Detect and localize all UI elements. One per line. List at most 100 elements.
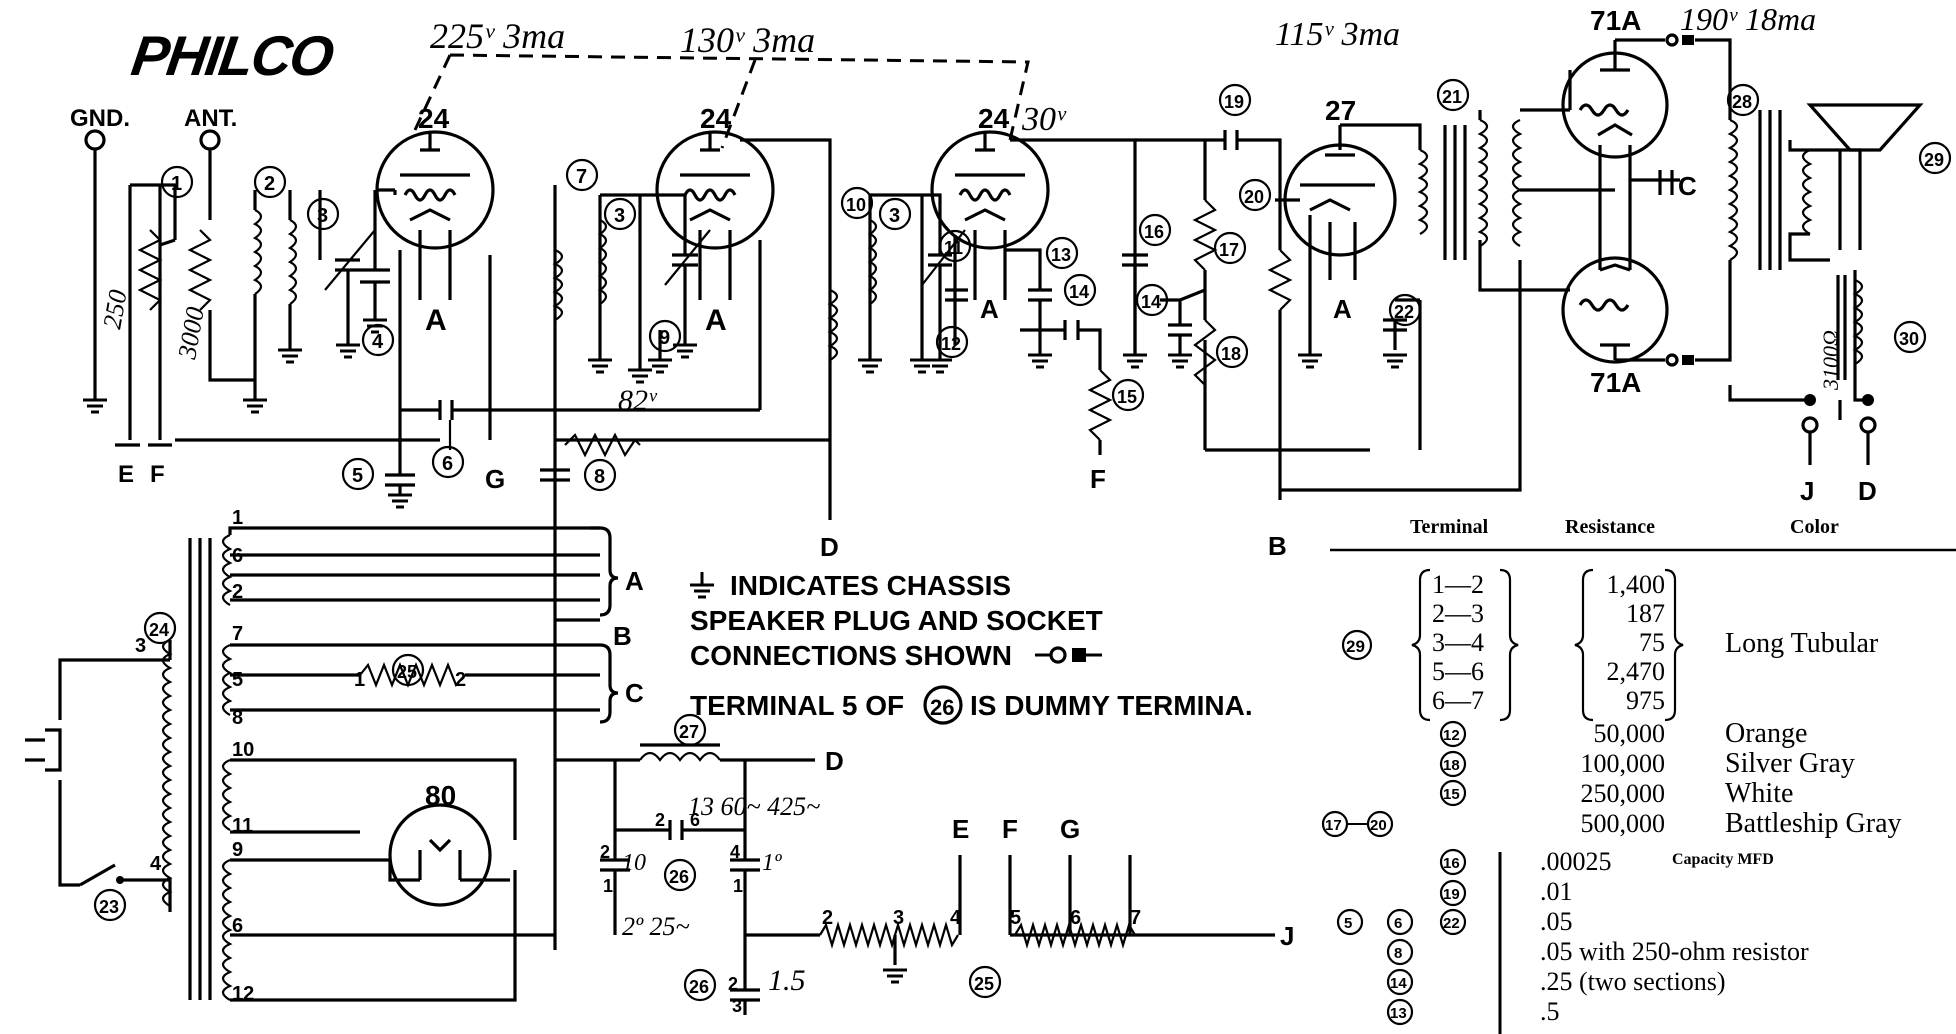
svg-text:3: 3 [317, 205, 328, 227]
terminal-F-mid: F [1090, 464, 1106, 494]
philco-logo: PHILCO [128, 24, 338, 87]
table-row-resistance-2: 187 [1626, 599, 1665, 628]
svg-text:20: 20 [1370, 817, 1387, 834]
part-4-label: 4 [361, 323, 395, 357]
tube-27 [1283, 143, 1397, 257]
svg-text:100,000: 100,000 [1581, 749, 1666, 778]
tube-80-rectifier [388, 803, 492, 907]
xfmr-pin-5: 5 [232, 669, 243, 691]
svg-text:9: 9 [659, 327, 670, 349]
part-24-label: 24 [143, 611, 177, 645]
cap-pin-4: 4 [730, 842, 740, 862]
xfmr-pin-7: 7 [232, 623, 243, 645]
svg-text:5: 5 [352, 465, 363, 487]
xfmr-pin-4: 4 [150, 853, 162, 875]
part-19-label: 19 [1218, 83, 1252, 117]
svg-text:28: 28 [1732, 92, 1752, 112]
terminal-D-output: D [825, 746, 844, 776]
svg-text:22: 22 [1394, 302, 1414, 322]
xfmr-pin-6b: 6 [232, 915, 243, 937]
res25-pin-2: 2 [455, 669, 466, 691]
svg-text:30: 30 [1899, 329, 1919, 349]
tube-24-second [655, 130, 775, 250]
svg-text:.05 with 250-ohm resistor: .05 with 250-ohm resistor [1540, 937, 1809, 966]
svg-text:White: White [1725, 778, 1793, 809]
voltage-label-1: 225ᵛ 3ma [430, 16, 565, 56]
svg-text:29: 29 [1346, 637, 1365, 656]
svg-text:20: 20 [1244, 187, 1264, 207]
svg-text:17: 17 [1325, 817, 1342, 834]
svg-text:14: 14 [1141, 292, 1161, 312]
part-21-label: 21 [1436, 78, 1470, 112]
svg-text:PHILCO: PHILCO [128, 24, 338, 87]
svg-text:500,000: 500,000 [1581, 809, 1666, 838]
svg-text:3: 3 [889, 205, 900, 227]
voltage-label-7: 13 60~ 425~ [688, 792, 820, 821]
voltage-label-4: 115ᵛ 3ma [1275, 16, 1400, 53]
svg-text:Orange: Orange [1725, 718, 1807, 749]
table-resistor-row-18: 18 100,000 Silver Gray [1439, 748, 1855, 779]
svg-text:8: 8 [594, 466, 605, 488]
part-15-label: 15 [1111, 378, 1145, 412]
choke-pin-4: 4 [950, 907, 962, 929]
svg-text:6: 6 [442, 453, 453, 475]
svg-text:Silver Gray: Silver Gray [1725, 748, 1855, 779]
part-3-label-c: 3 [878, 197, 912, 231]
svg-text:25: 25 [974, 974, 994, 994]
table-cap-row-5-6-22: 5 6 22 .05 [1336, 907, 1573, 936]
tube-71A-bottom [1561, 256, 1669, 364]
table-row-resistance-4: 2,470 [1607, 657, 1666, 686]
pot-value-250: 250 [97, 288, 132, 331]
svg-text:50,000: 50,000 [1594, 719, 1666, 748]
tube-label-80: 80 [425, 780, 456, 811]
part-7-label: 7 [565, 158, 599, 192]
svg-text:23: 23 [99, 897, 119, 917]
terminal-D-speaker: D [1858, 476, 1877, 506]
table-group-color: Long Tubular [1725, 628, 1879, 659]
svg-text:18: 18 [1221, 344, 1241, 364]
note-terminal-5: TERMINAL 5 OF [690, 690, 904, 721]
cap-pin-2b: 2 [655, 810, 665, 830]
table-row-terminal-3: 3—4 [1432, 628, 1484, 657]
table-header-resistance: Resistance [1565, 516, 1655, 538]
tube-label-27: 27 [1325, 95, 1356, 126]
table-resistor-row-15: 15 250,000 White [1439, 778, 1793, 809]
part-28-label: 28 [1726, 83, 1760, 117]
part-18-label: 18 [1215, 335, 1249, 369]
part-14-label-a: 14 [1063, 273, 1097, 307]
part-20-label: 20 [1238, 178, 1272, 212]
terminal-A-brace: A [625, 566, 644, 596]
svg-text:Battleship Gray: Battleship Gray [1725, 808, 1902, 839]
tube-label-71A-bottom: 71A [1590, 367, 1641, 398]
svg-text:3: 3 [614, 205, 625, 227]
terminal-D-mid: D [820, 532, 839, 562]
svg-text:12: 12 [941, 334, 961, 354]
part-12-label: 12 [935, 325, 969, 359]
part-2-label: 2 [253, 165, 287, 199]
svg-text:22: 22 [1443, 915, 1460, 932]
part-25-label-b: 25 [968, 965, 1002, 999]
table-resistor-row-12: 12 50,000 Orange [1439, 718, 1807, 749]
part-14-label-b: 14 [1135, 283, 1169, 317]
part-1-label: 1 [160, 165, 194, 199]
part-8-label: 8 [583, 458, 617, 492]
voltage-label-9: 1º [762, 850, 782, 876]
terminal-C-output: C [1678, 171, 1697, 201]
svg-text:.05: .05 [1540, 907, 1573, 936]
choke-pin-7: 7 [1130, 907, 1141, 929]
svg-text:.00025: .00025 [1540, 847, 1612, 876]
cap-pin-2a: 2 [600, 842, 610, 862]
part-11-label: 11 [938, 229, 972, 263]
part-29-label: 29 [1918, 141, 1952, 175]
choke-pin-2: 2 [822, 907, 833, 929]
gnd-terminal-post [84, 129, 106, 151]
note-dummy-terminal: IS DUMMY TERMINA. [970, 690, 1253, 721]
svg-text:.25 (two sections): .25 (two sections) [1540, 967, 1726, 996]
part-10-label: 10 [840, 186, 874, 220]
cap-pin-6: 6 [690, 810, 700, 830]
svg-text:10: 10 [846, 195, 866, 215]
part-27-label: 27 [673, 713, 707, 747]
table-cap-row-19: 19 .01 [1439, 877, 1573, 907]
xfmr-pin-9: 9 [232, 839, 243, 861]
